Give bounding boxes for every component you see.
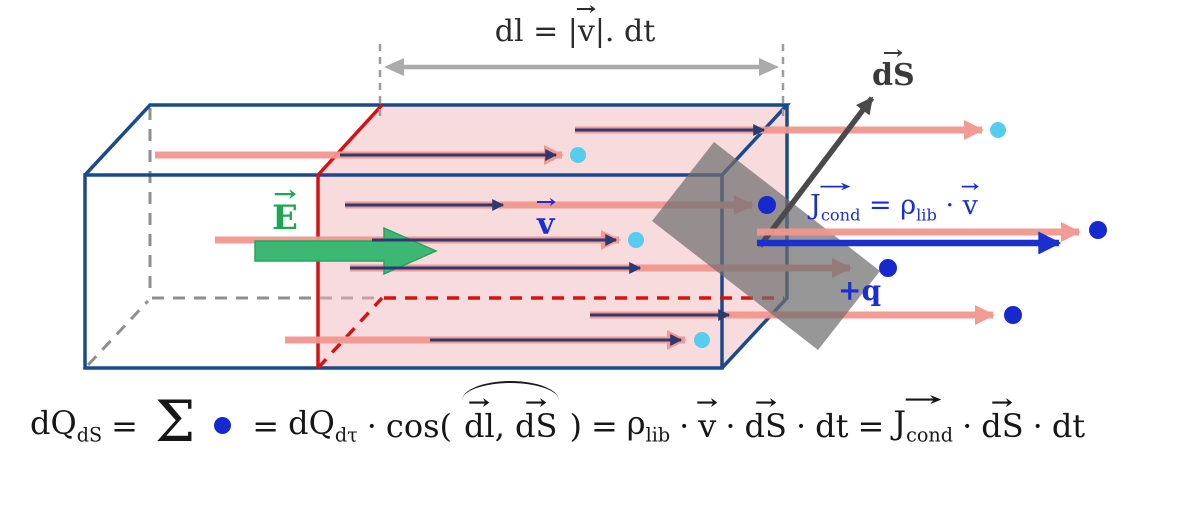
dl-vector: dl — [464, 407, 495, 445]
charge-label: +q — [838, 274, 882, 307]
dot-operator: · — [945, 190, 955, 221]
length-prefix: dl = | — [494, 14, 578, 49]
charge-carrier-dot — [214, 417, 232, 434]
J-cond-term: Jcond — [893, 404, 953, 446]
dot-operator: · — [795, 406, 807, 445]
dt-term: dt — [815, 406, 849, 445]
length-annotation-arrow — [378, 44, 785, 118]
J-symbol: J — [810, 190, 821, 221]
dot-operator: · — [679, 406, 690, 445]
drift-velocity-arrows — [340, 124, 766, 346]
left-arrowhead — [384, 58, 404, 76]
length-suffix: |. dt — [594, 14, 656, 49]
length-annotation-label: dl = |v|. dt — [455, 14, 695, 50]
dS-vector: dS — [515, 407, 557, 445]
equals-sign: = — [869, 190, 892, 221]
surface-element-label: dS — [872, 58, 915, 94]
dQ-dtau-term: dQdτ — [288, 404, 358, 447]
J-subscript: cond — [820, 205, 861, 225]
angle-term: dl, dS — [461, 380, 560, 445]
dS-vector: dS — [745, 407, 787, 445]
dS-vector: dS — [872, 58, 915, 94]
dot-operator: · — [962, 406, 973, 445]
v-vector: v — [698, 407, 716, 445]
charge-formula: dQdS = Σ = dQdτ · cos( dl, dS ) = ρlib ·… — [30, 380, 1086, 457]
comma: , — [494, 406, 505, 445]
current-density-label: Jcond = ρlib · v — [810, 190, 978, 225]
equals-sign: = — [857, 406, 885, 445]
equals-sign: = — [252, 406, 280, 445]
box-hidden-edges — [86, 108, 376, 367]
dot-operator: · — [1032, 406, 1043, 445]
section-plane — [316, 103, 784, 370]
electric-field-label: E — [272, 198, 298, 239]
right-arrowhead — [759, 58, 779, 76]
dQ-dS-term: dQdS — [30, 404, 103, 447]
E-vector: E — [272, 198, 298, 239]
velocity-magnitude-vector: v — [578, 14, 595, 50]
cyan-carrier-dots — [570, 122, 1006, 348]
sum-symbol: Σ — [154, 389, 196, 455]
equals-sign: = — [111, 406, 138, 445]
J-cond-vector: Jcond — [810, 190, 860, 225]
rho-lib: ρlib — [900, 190, 937, 225]
dt-term: dt — [1051, 406, 1086, 445]
v-vector-small: v — [963, 190, 978, 222]
equals-sign: = — [590, 406, 618, 445]
cos-open: cos( — [385, 406, 452, 445]
dS-vector: dS — [981, 407, 1023, 445]
surface-normal-arrow — [757, 96, 875, 248]
v-vector: v — [537, 207, 554, 243]
velocity-label: v — [537, 207, 554, 243]
rho-lib-term: ρlib — [626, 404, 671, 447]
cos-close: ) — [569, 406, 582, 445]
dot-operator: · — [366, 406, 377, 445]
blue-carrier-dots — [758, 196, 1107, 324]
dot-operator: · — [725, 406, 736, 445]
